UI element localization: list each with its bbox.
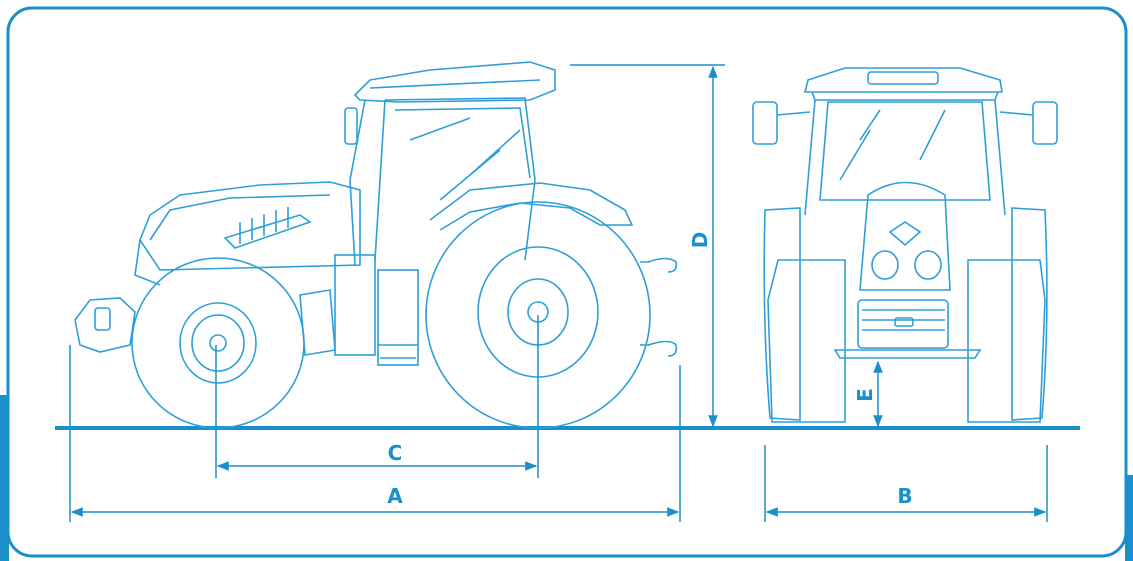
outer-border	[6, 6, 1128, 558]
tractor-front-view	[752, 67, 1058, 423]
dimension-label-E: E	[853, 388, 877, 402]
left-edge-tab	[0, 395, 9, 561]
dimension-label-D: D	[688, 232, 712, 249]
dimension-label-C: C	[388, 441, 403, 465]
tractor-side-view	[74, 61, 678, 429]
right-edge-tab	[1125, 475, 1133, 561]
dimension-label-B: B	[897, 484, 912, 508]
dimension-label-A: A	[387, 484, 403, 508]
dimension-lines	[69, 64, 1048, 522]
